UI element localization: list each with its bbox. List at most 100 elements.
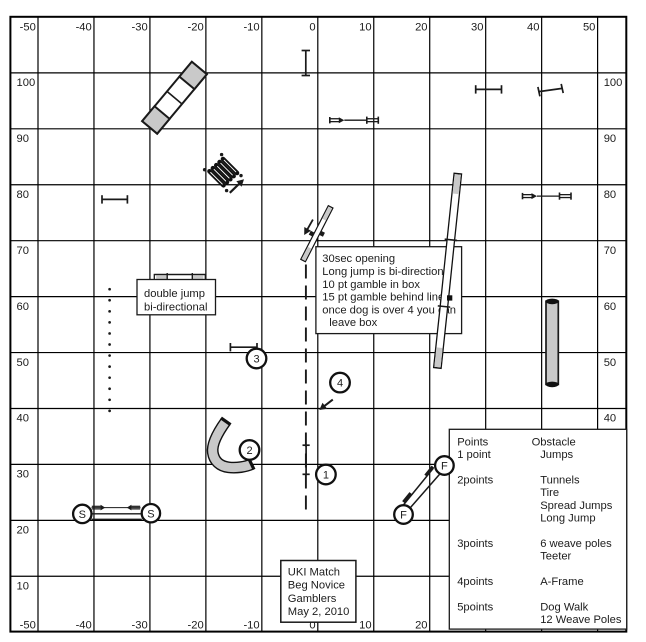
y-axis-label-left: 40: [17, 413, 29, 425]
x-axis-label-bottom: -40: [76, 620, 92, 632]
curved-tunnel: [206, 416, 256, 474]
x-axis-label-bottom: -10: [243, 620, 259, 632]
double-jump-label-line: double jump: [144, 288, 205, 300]
y-axis-label-right: 90: [604, 133, 616, 145]
notes-line: 30sec opening: [322, 253, 395, 265]
marker-obstacle-3: 3: [245, 347, 268, 370]
marker-start-right-label: S: [147, 508, 154, 520]
notes-line: 10 pt gamble in box: [322, 279, 420, 291]
notes-line: 15 pt gamble behind line: [322, 292, 444, 304]
y-axis-label-right: 40: [604, 413, 616, 425]
jump-top-right-1: [474, 85, 503, 94]
long-jump: [202, 152, 244, 194]
legend-obstacle: 12 Weave Poles: [540, 614, 622, 626]
spread-jump-top: [328, 116, 380, 124]
marker-obstacle-2: 2: [238, 439, 261, 461]
y-axis-label-right: 60: [604, 301, 616, 313]
legend-box: Points Obstacle 1 point Jumps 2points Tu…: [448, 428, 628, 630]
double-jump-label-line: bi-directional: [144, 301, 207, 313]
weave-poles-12: [108, 287, 111, 413]
x-axis-label-bottom: 20: [415, 620, 427, 632]
legend-header-obstacle: Obstacle: [532, 436, 576, 448]
event-box-line: May 2, 2010: [288, 606, 350, 618]
y-axis-label-left: 50: [17, 357, 29, 369]
teeter: [299, 204, 334, 263]
y-axis-label-left: 20: [17, 525, 29, 537]
marker-finish-top: F: [433, 455, 455, 476]
jump-1: [302, 444, 310, 476]
marker-finish-bottom-label: F: [400, 510, 407, 522]
marker-obstacle-1-label: 1: [323, 470, 329, 482]
x-axis-label-top: -40: [76, 22, 92, 34]
y-axis-label-right: 70: [604, 245, 616, 257]
marker-start-left-label: S: [79, 509, 86, 521]
event-box-line: UKI Match: [288, 566, 340, 578]
start-gate: [91, 504, 142, 520]
x-axis-label-bottom: 10: [359, 620, 371, 632]
y-axis-label-left: 90: [17, 133, 29, 145]
legend-obstacle: Teeter: [540, 551, 571, 563]
double-jump-label-box: double jump bi-directional: [136, 278, 217, 316]
finish-gate: [402, 465, 441, 510]
y-axis-label-left: 30: [17, 469, 29, 481]
x-axis-label-bottom: -50: [20, 620, 36, 632]
marker-obstacle-4-label: 4: [337, 378, 343, 390]
y-axis-label-left: 10: [17, 580, 29, 592]
legend-points: 3points: [457, 538, 493, 550]
x-axis-label-top: 0: [309, 22, 315, 34]
x-axis-label-top: 50: [583, 22, 595, 34]
legend-obstacle: Tire: [540, 487, 559, 499]
event-box-line: Beg Novice: [288, 580, 345, 592]
notes-line: once dog is over 4 you can: [322, 304, 456, 316]
notes-line: leave box: [329, 317, 377, 329]
marker-finish-top-label: F: [441, 461, 448, 473]
x-axis-label-bottom: -30: [132, 620, 148, 632]
legend-obstacle: Dog Walk: [540, 601, 588, 613]
x-axis-label-top: 40: [527, 22, 539, 34]
legend-header-points: Points: [457, 436, 488, 448]
legend-points: 5points: [457, 601, 493, 613]
x-axis-label-top: 30: [471, 22, 483, 34]
x-axis-label-top: 10: [359, 22, 371, 34]
y-axis-label-left: 70: [17, 245, 29, 257]
axis-labels: -50 -40 -30 -20 -10 0 10 20 30 40 50 -50…: [17, 22, 623, 632]
legend-obstacle: Long Jump: [540, 513, 595, 525]
marker-obstacle-2-label: 2: [246, 445, 252, 457]
jump-left: [101, 195, 129, 204]
marker-obstacle-1: 1: [314, 463, 337, 486]
x-axis-label-top: -10: [243, 22, 259, 34]
y-axis-label-left: 80: [17, 189, 29, 201]
dog-walk: [432, 172, 463, 370]
y-axis-label-left: 60: [17, 301, 29, 313]
legend-obstacle: Spread Jumps: [540, 500, 613, 512]
marker-start-right: S: [140, 502, 162, 524]
x-axis-label-top: 20: [415, 22, 427, 34]
legend-points: 1 point: [457, 449, 491, 461]
jump-top-right-2: [537, 83, 565, 97]
x-axis-label-top: -30: [132, 22, 148, 34]
y-axis-label-left: 100: [17, 77, 36, 89]
event-box: UKI Match Beg Novice Gamblers May 2, 201…: [280, 559, 357, 623]
notes-box: 30sec opening Long jump is bi-directiona…: [315, 246, 463, 335]
legend-obstacle: Tunnels: [540, 474, 580, 486]
legend-obstacle: A-Frame: [540, 576, 584, 588]
marker-obstacle-3-label: 3: [253, 354, 259, 366]
marker-obstacle-4: 4: [329, 371, 351, 394]
x-axis-label-top: -20: [188, 22, 204, 34]
legend-points: 4points: [457, 576, 493, 588]
straight-tunnel: [545, 298, 560, 388]
x-axis-label-bottom: -20: [188, 620, 204, 632]
x-axis-label-bottom: 0: [309, 620, 315, 632]
marker-finish-bottom: F: [393, 504, 414, 525]
gamble-arrow-4: [319, 398, 334, 410]
jump-top-center: [301, 49, 310, 77]
notes-line: Long jump is bi-directional: [322, 266, 452, 278]
a-frame: [140, 60, 209, 136]
spread-jump-right: [521, 192, 572, 200]
marker-start-left: S: [71, 503, 93, 525]
y-axis-label-right: 80: [604, 189, 616, 201]
y-axis-label-right: 50: [604, 357, 616, 369]
legend-obstacle: 6 weave poles: [540, 538, 612, 550]
